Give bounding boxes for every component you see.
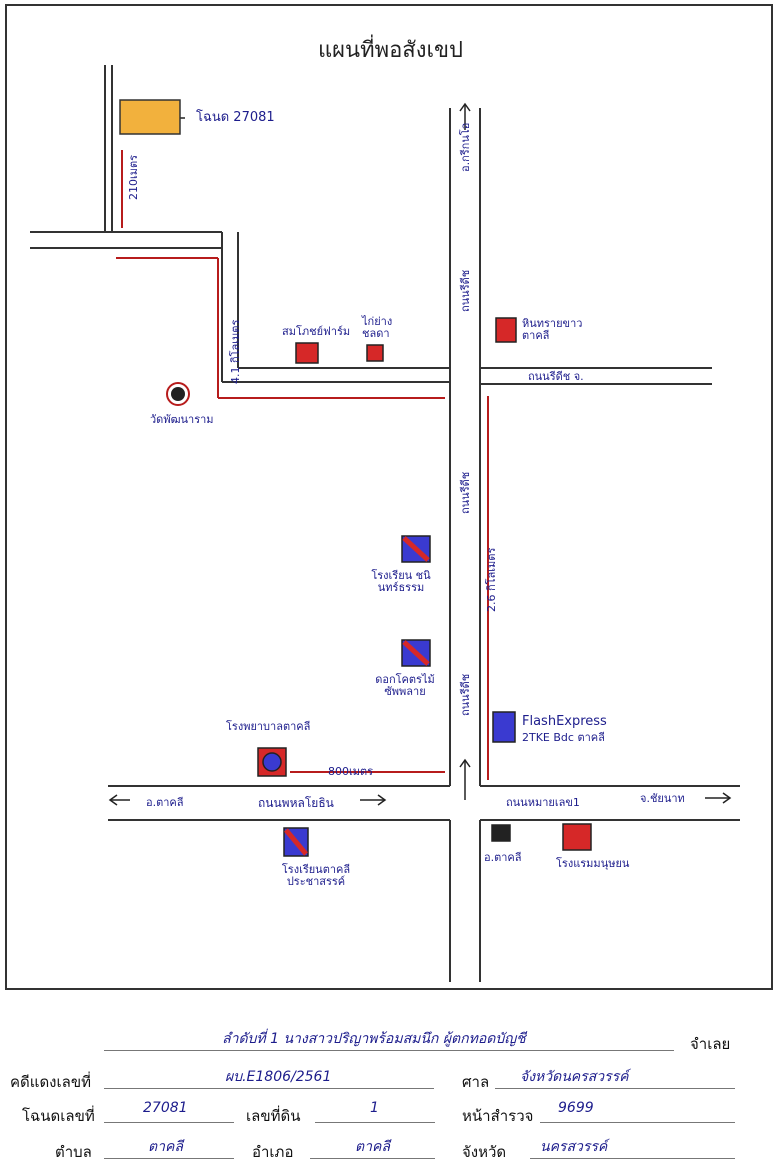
survey-line bbox=[540, 1122, 735, 1123]
survey-label: หน้าสำรวจ bbox=[462, 1108, 534, 1125]
landmark-3: หินทรายขาว ตาคลี bbox=[522, 317, 583, 343]
sale-order-value: ลำดับที่ 1 นางสาวปริญาพร้อมสมนึก ผู้ตกทอ… bbox=[222, 1031, 526, 1047]
road-center-v3: ถนนรีดีช bbox=[459, 673, 472, 716]
landmark-7: โรงแรมมนุษยน bbox=[556, 857, 630, 870]
road-north: อ.กรีกนโอ bbox=[459, 122, 472, 172]
deed-label: โฉนดเลขที่ bbox=[22, 1108, 95, 1125]
case-line bbox=[104, 1088, 434, 1089]
map-drawing bbox=[30, 65, 740, 982]
deed-value: 27081 bbox=[143, 1100, 188, 1116]
dist-bottom: 800เมตร bbox=[328, 765, 374, 778]
province-value: นครสวรรค์ bbox=[540, 1139, 608, 1155]
road-center-v1: ถนนรีดีช bbox=[459, 269, 472, 312]
land-no-line bbox=[315, 1122, 435, 1123]
landmark-1: สมโภชย์ฟาร์ม bbox=[282, 325, 351, 338]
dist-left: 4.1 กิโลเมตร bbox=[229, 319, 242, 384]
sale-order-line bbox=[104, 1050, 674, 1051]
province-label: จังหวัด bbox=[462, 1144, 507, 1161]
case-label: คดีแดงเลขที่ bbox=[10, 1074, 91, 1091]
road-east-top: ถนนรีดีช จ. bbox=[528, 370, 584, 383]
land-parcel bbox=[119, 99, 181, 135]
road-bottom: ถนนพหลโยธิน bbox=[258, 796, 334, 810]
direction-right: จ.ชัยนาท bbox=[640, 792, 685, 805]
court-label: ศาล bbox=[462, 1074, 490, 1091]
landmark-2: ไก่ย่าง ชลดา bbox=[362, 315, 393, 341]
dist-top: 210เมตร bbox=[127, 154, 140, 200]
court-line bbox=[495, 1088, 735, 1089]
court-value: จังหวัดนครสวรรค์ bbox=[520, 1069, 629, 1085]
landmark-6: โรงพยาบาลตาคลี bbox=[226, 720, 311, 733]
subdistrict-value: ตาคลี bbox=[148, 1139, 183, 1155]
school-label: โรงเรียนตาคลี ประชาสรรค์ bbox=[281, 863, 351, 889]
flash-name: FlashExpress bbox=[522, 714, 607, 729]
land-no-value: 1 bbox=[370, 1100, 379, 1116]
deed-line bbox=[104, 1122, 234, 1123]
map-title: แผนที่พอสังเขป bbox=[317, 38, 464, 63]
case-value: ผบ.E1806/2561 bbox=[225, 1069, 332, 1085]
document-form: ลำดับที่ 1 นางสาวปริญาพร้อมสมนึก ผู้ตกทอ… bbox=[0, 1010, 781, 1174]
landmark-4: โรงเรียน ชนินทร์ธรรม bbox=[371, 569, 431, 595]
land-label: โฉนด 27081 bbox=[196, 110, 275, 125]
subdistrict-label: ตำบล bbox=[55, 1144, 92, 1161]
flash-branch: 2TKE Bdc ตาคลี bbox=[522, 731, 605, 744]
dist-right: 2.6 กิโลเมตร bbox=[485, 547, 498, 612]
sale-label: จำเลย bbox=[690, 1036, 731, 1053]
subdistrict-line bbox=[104, 1158, 234, 1159]
direction-left: อ.ตาคลี bbox=[146, 796, 184, 809]
survey-value: 9699 bbox=[558, 1100, 594, 1116]
province-line bbox=[530, 1158, 735, 1159]
map-frame bbox=[5, 4, 773, 990]
road-center-v2: ถนนรีดีช bbox=[459, 471, 472, 514]
district-label: อำเภอ bbox=[252, 1144, 294, 1161]
bus-label: อ.ตาคลี bbox=[484, 851, 522, 864]
temple-label: วัดพัฒนาราม bbox=[150, 413, 214, 426]
temple-marker bbox=[166, 382, 190, 406]
landmark-5: ดอกโคตรไม้ ซัพพลาย bbox=[375, 673, 435, 699]
road-bottom-east: ถนนหมายเลข1 bbox=[506, 796, 580, 809]
district-value: ตาคลี bbox=[355, 1139, 390, 1155]
district-line bbox=[310, 1158, 435, 1159]
land-no-label: เลขที่ดิน bbox=[246, 1108, 301, 1125]
